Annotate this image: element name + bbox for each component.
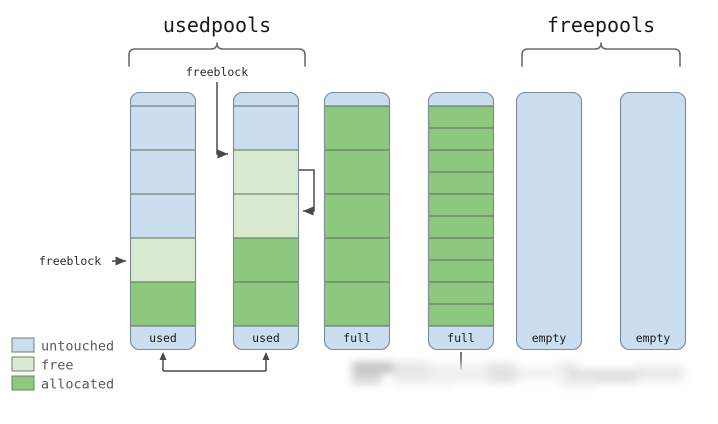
pool-outline xyxy=(427,91,495,351)
pool-1-used[interactable]: used xyxy=(129,91,197,351)
pool-block-allocated xyxy=(428,128,494,150)
pool-3-full[interactable]: full xyxy=(323,91,391,351)
freeblock-top-annotation: freeblock xyxy=(186,65,248,159)
pool-outline xyxy=(232,91,300,351)
legend-swatch-free xyxy=(11,356,35,372)
pool-block-untouched xyxy=(233,106,299,150)
usedpools-brace xyxy=(128,42,306,67)
pool-block-free xyxy=(130,238,196,282)
pool-body xyxy=(428,92,494,350)
pool-footer-band xyxy=(324,326,390,350)
freeblock-chain-path xyxy=(299,169,315,216)
pool-block-untouched xyxy=(130,150,196,194)
pool-state-label: used xyxy=(149,331,177,345)
pool-state-label: empty xyxy=(532,331,567,345)
pool-outline xyxy=(129,91,197,351)
pool-footer-band xyxy=(428,326,494,350)
pool-state-label: used xyxy=(252,331,280,345)
pool-block-allocated xyxy=(324,238,390,282)
pool-block-allocated xyxy=(428,238,494,260)
pool-footer-band xyxy=(130,326,196,350)
usedpool-link-arrow xyxy=(159,352,270,372)
pool-block-allocated xyxy=(324,194,390,238)
usedpool-link-arrowhead-right xyxy=(262,352,270,360)
legend-label-allocated: allocated xyxy=(41,377,114,393)
freeblock-chain-bracket xyxy=(299,169,315,216)
pool-block-allocated xyxy=(428,172,494,194)
pool-block-untouched xyxy=(130,194,196,238)
pool-4-full[interactable]: full xyxy=(427,91,495,351)
pool-body xyxy=(516,92,582,350)
pool-block-allocated xyxy=(428,194,494,216)
pool-block-allocated xyxy=(233,282,299,326)
pool-block-allocated xyxy=(428,282,494,304)
freeblock-top-label: freeblock xyxy=(186,65,248,79)
pool-outline xyxy=(515,91,583,351)
pool-6-empty[interactable]: empty xyxy=(619,91,687,351)
freepools-title: freepools xyxy=(547,13,655,37)
pool-body xyxy=(620,92,686,350)
pool-outline xyxy=(619,91,687,351)
pools-layer: used used full full empty empty xyxy=(129,91,687,351)
pool-block-allocated xyxy=(428,216,494,238)
legend-item-untouched: untouched xyxy=(11,337,114,355)
pool-block-untouched xyxy=(130,106,196,150)
freeblock-left-annotation: freeblock xyxy=(39,254,126,268)
pool-block-allocated xyxy=(428,304,494,326)
redacted-region xyxy=(352,362,684,388)
pool-block-allocated xyxy=(324,106,390,150)
pool-block-allocated xyxy=(324,150,390,194)
legend-item-allocated: allocated xyxy=(11,375,114,393)
freeblock-left-label: freeblock xyxy=(39,254,101,268)
pool-block-allocated xyxy=(233,238,299,282)
pool-2-used[interactable]: used xyxy=(232,91,300,351)
pool-block-allocated xyxy=(324,282,390,326)
freepools-brace-group: freepools xyxy=(521,13,681,67)
pool-body xyxy=(324,92,390,350)
usedpools-brace-group: usedpools xyxy=(128,13,306,67)
pool-body xyxy=(130,92,196,350)
pool-state-label: empty xyxy=(636,331,671,345)
pool-footer-band xyxy=(233,326,299,350)
pool-block-free xyxy=(233,194,299,238)
pool-body xyxy=(233,92,299,350)
pool-background xyxy=(620,92,686,350)
pool-state-label: full xyxy=(447,331,475,345)
legend-item-free: free xyxy=(11,356,74,374)
pool-block-allocated xyxy=(428,260,494,282)
usedpool-link-arrowhead-left xyxy=(159,352,167,360)
pool-5-empty[interactable]: empty xyxy=(515,91,583,351)
freeblock-top-pointer xyxy=(216,82,228,159)
usedpools-title: usedpools xyxy=(163,13,271,37)
legend-swatch-untouched xyxy=(11,337,35,353)
legend-label-free: free xyxy=(41,358,74,374)
pool-block-allocated xyxy=(428,150,494,172)
pool-block-allocated xyxy=(428,106,494,128)
pool-outline xyxy=(323,91,391,351)
pool-block-allocated xyxy=(130,282,196,326)
legend: untouched free allocated xyxy=(11,337,114,393)
pool-background xyxy=(516,92,582,350)
pool-block-free xyxy=(233,150,299,194)
pool-state-label: full xyxy=(343,331,371,345)
legend-swatch-allocated xyxy=(11,375,35,391)
freepools-brace xyxy=(521,42,681,67)
legend-label-untouched: untouched xyxy=(41,339,114,355)
